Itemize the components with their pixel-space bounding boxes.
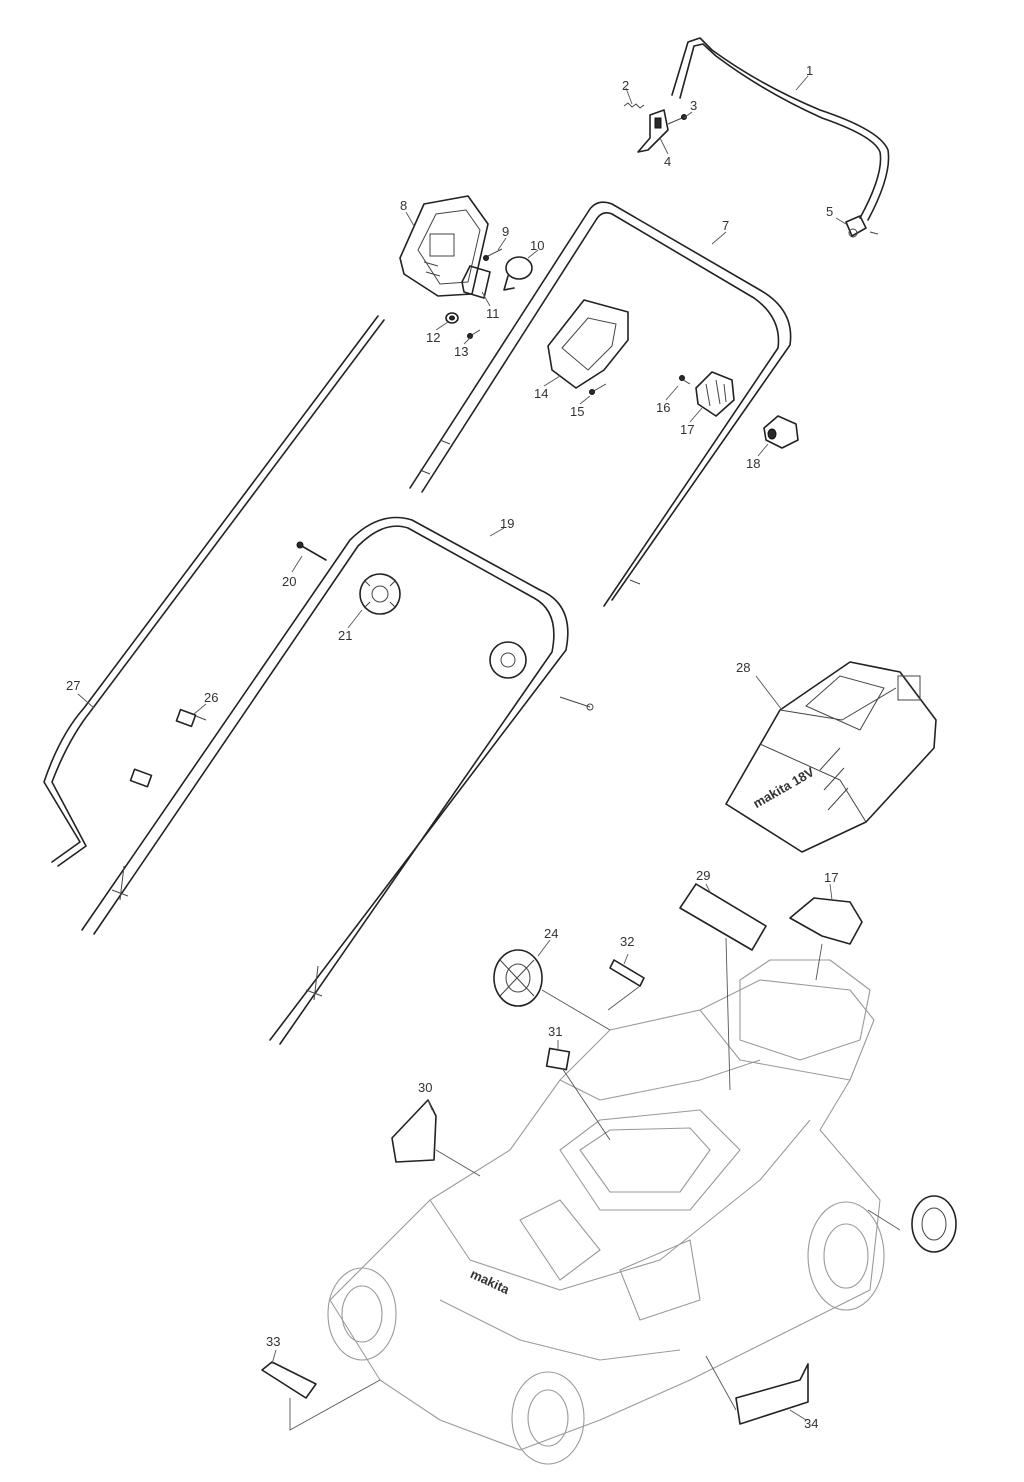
- callout-26: 26: [204, 690, 218, 705]
- part-14-switch-cover: [547, 299, 629, 389]
- part-15-screw: [589, 383, 607, 395]
- callout-17-lower: 17: [824, 870, 838, 885]
- part-31-key: [545, 1047, 571, 1071]
- part-18-cap: [763, 415, 799, 449]
- front-right-wheel: [511, 1371, 585, 1465]
- handle-knob-right: [489, 641, 527, 679]
- callout-19: 19: [500, 516, 514, 531]
- rear-right-wheel: [807, 1201, 885, 1311]
- callout-4: 4: [664, 154, 671, 169]
- callout-16: 16: [656, 400, 670, 415]
- callout-17-upper: 17: [680, 422, 694, 437]
- callout-29: 29: [696, 868, 710, 883]
- part-2-spring: [623, 102, 645, 109]
- part-9-screw: [483, 248, 503, 261]
- callout-27: 27: [66, 678, 80, 693]
- callout-14: 14: [534, 386, 548, 401]
- front-left-wheel: [327, 1267, 397, 1361]
- small-plug: [129, 768, 153, 788]
- part-17-label-sticker: [789, 897, 863, 945]
- part-1-bail-lever: [671, 37, 890, 221]
- rear-wheel-loose: [911, 1195, 957, 1253]
- callout-11: 11: [486, 306, 500, 321]
- callout-15: 15: [570, 404, 584, 419]
- part-17-clamp-knob: [695, 371, 735, 417]
- callout-7: 7: [722, 218, 729, 233]
- part-20-bolt: [296, 541, 327, 561]
- callout-13: 13: [454, 344, 468, 359]
- callout-labels: 1 2 3 4 5 7 8 9 10 11 12 13 14 15 16 17 …: [66, 63, 838, 1431]
- callout-5: 5: [826, 204, 833, 219]
- callout-31: 31: [548, 1024, 562, 1039]
- part-34-label-sticker: [735, 1363, 809, 1425]
- part-5-clamp: [845, 215, 879, 238]
- part-32-clip: [609, 959, 645, 987]
- part-27-cable-rod: [43, 315, 385, 867]
- mower-deck-body: [329, 959, 881, 1451]
- callout-9: 9: [502, 224, 509, 239]
- part-11-bracket: [461, 265, 491, 299]
- callout-34: 34: [804, 1416, 818, 1431]
- part-12-nut: [445, 312, 459, 324]
- callout-10: 10: [530, 238, 544, 253]
- battery-cover-brand-mark: makita 18V: [750, 764, 817, 811]
- part-19-lower-handle: [81, 516, 569, 1045]
- part-24-rear-wheel: [493, 949, 543, 1007]
- callout-30: 30: [418, 1080, 432, 1095]
- callout-18: 18: [746, 456, 760, 471]
- part-8-switch-box: [399, 195, 489, 297]
- callout-32: 32: [620, 934, 634, 949]
- handle-bolt-right: [559, 696, 594, 711]
- part-26-connector: [175, 708, 207, 728]
- part-10-knob: [503, 256, 533, 291]
- callout-2: 2: [622, 78, 629, 93]
- callout-3: 3: [690, 98, 697, 113]
- leader-lines: [77, 75, 901, 1431]
- part-16-screw: [679, 375, 691, 385]
- callout-28: 28: [736, 660, 750, 675]
- callout-20: 20: [282, 574, 296, 589]
- part-3-screw: [667, 114, 687, 125]
- part-4-switch-lever: [637, 109, 669, 153]
- part-29-label-sticker: [679, 883, 767, 951]
- callout-21: 21: [338, 628, 352, 643]
- part-13-screw: [467, 329, 481, 339]
- part-30-label-sticker: [391, 1099, 437, 1163]
- deck-brand-mark: makita: [468, 1266, 512, 1297]
- callout-12: 12: [426, 330, 440, 345]
- callout-1: 1: [806, 63, 813, 78]
- part-7-upper-handle: [409, 201, 792, 607]
- part-28-battery-cover: [725, 661, 937, 853]
- callout-24: 24: [544, 926, 558, 941]
- part-21-handle-knob: [359, 573, 401, 615]
- callout-33: 33: [266, 1334, 280, 1349]
- part-33-label-sticker: [261, 1361, 317, 1399]
- callout-8: 8: [400, 198, 407, 213]
